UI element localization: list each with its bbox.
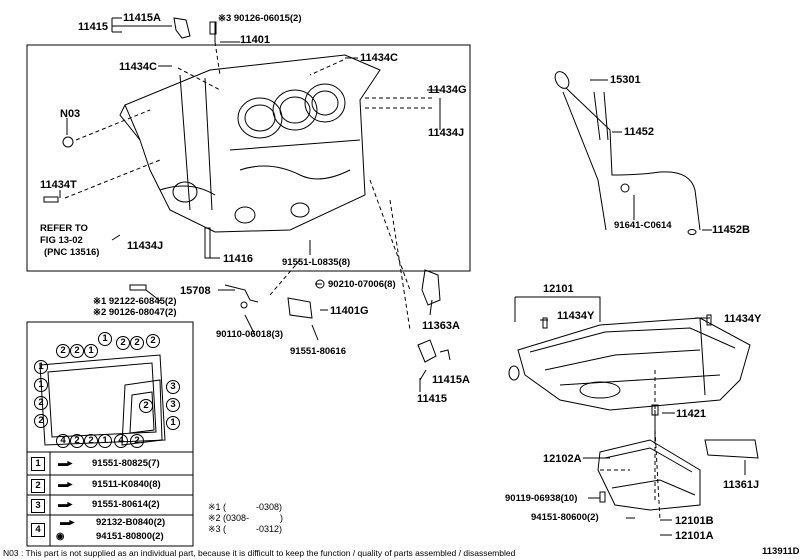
footer-note: N03 : This part is not supplied as an in… (3, 548, 516, 558)
legend-key-4: 4 (31, 523, 45, 537)
callout-circle: 2 (116, 336, 130, 350)
part-90126-08047-label: ※2 90126-08047(2) (93, 307, 177, 318)
legend-text-1: 91551-80825(7) (92, 458, 160, 469)
part-11434t-label: 11434T (40, 179, 77, 191)
callout-circle: 2 (70, 434, 84, 448)
legend-bolt-icon: ▬▸ (58, 479, 73, 490)
part-11434j-bottom-label: 11434J (127, 240, 164, 252)
part-90126-06015-label: ※3 90126-06015(2) (218, 13, 302, 24)
callout-circle: 1 (98, 434, 112, 448)
refer-line-1: REFER TO (40, 223, 88, 234)
part-11434j-right-label: 11434J (428, 127, 465, 139)
oil-pan-no1-drawing (508, 317, 751, 411)
part-11434y-left-label: 11434Y (557, 310, 595, 322)
part-91641-c0614-label: 91641-C0614 (614, 220, 672, 231)
legend-text-4a: 92132-B0840(2) (96, 517, 166, 528)
callout-circle: 2 (130, 336, 144, 350)
refer-line-3: (PNC 13516) (44, 247, 100, 258)
part-15301-label: 15301 (610, 74, 641, 86)
part-94151-80600-label: 94151-80600(2) (531, 512, 599, 523)
part-11415-bottom-label: 11415 (417, 393, 447, 405)
part-12101b-label: 12101B (675, 515, 714, 527)
note-3a: ※3 ( (208, 524, 227, 534)
callout-circle: 2 (146, 334, 160, 348)
callout-circle: 1 (34, 360, 48, 374)
legend-bolt-icon: ▬▸ (58, 458, 73, 469)
legend-bolt-icon: ▬▸ (58, 499, 73, 510)
dipstick-drawing (554, 71, 701, 235)
callout-circle: 4 (114, 434, 128, 448)
part-92122-60845-label: ※1 92122-60845(2) (93, 296, 177, 307)
callout-circle: 2 (84, 434, 98, 448)
callout-circle: 1 (84, 344, 98, 358)
legend-key-1: 1 (31, 457, 45, 471)
part-11401-label: 11401 (240, 34, 270, 46)
figure-id: 113911D (762, 546, 800, 557)
callout-circle: 2 (70, 344, 84, 358)
callout-circle: 1 (98, 332, 112, 346)
part-11434c-right-label: 11434C (360, 52, 398, 64)
part-11434y-right-label: 11434Y (724, 313, 762, 325)
callout-circle: 2 (56, 344, 70, 358)
refer-line-2: FIG 13-02 (40, 235, 83, 246)
note-2b: ) (280, 513, 283, 523)
callout-circle: 2 (34, 414, 48, 428)
legend-text-3: 91551-80614(2) (92, 499, 160, 510)
part-12101-label: 12101 (543, 283, 574, 295)
legend-frame (26, 321, 194, 547)
callout-circle: 2 (139, 399, 153, 413)
part-90110-06018-label: 90110-06018(3) (216, 329, 284, 340)
callout-circle: 1 (166, 416, 180, 430)
legend-nut-icon: ◉ (56, 531, 65, 542)
part-n03-label: N03 (60, 108, 81, 120)
part-11452-label: 11452 (624, 126, 654, 138)
callout-circle: 3 (166, 380, 180, 394)
part-91551-80616-label: 91551-80616 (290, 346, 346, 357)
oil-pan-no2-drawing (597, 404, 701, 511)
part-11416-label: 11416 (223, 253, 253, 265)
legend-key-3: 3 (31, 499, 45, 513)
legend-key-2: 2 (31, 479, 45, 493)
block-frame (26, 44, 471, 272)
legend-bolt-icon: ▬▸ (60, 517, 75, 528)
part-90210-07006-label: 90210-07006(8) (328, 279, 396, 290)
part-11434g-label: 11434G (428, 84, 467, 96)
part-15708-label: 15708 (180, 285, 211, 297)
callout-circle: 2 (130, 434, 144, 448)
callout-circle: 2 (34, 396, 48, 410)
cylinder-block-drawing (119, 54, 381, 233)
callout-circle: 4 (56, 434, 70, 448)
part-11415a-bottom-label: 11415A (432, 374, 470, 386)
part-12101a-label: 12101A (675, 530, 714, 542)
part-11415-top-label: 11415 (78, 21, 108, 33)
note-1a: ※1 ( (208, 502, 227, 512)
legend-text-4b: 94151-80800(2) (96, 531, 164, 542)
legend-text-2: 91511-K0840(8) (92, 479, 161, 490)
part-11361j-label: 11361J (723, 479, 760, 491)
part-90119-06938-label: 90119-06938(10) (505, 493, 578, 504)
part-11363a-label: 11363A (422, 320, 460, 332)
part-12102a-label: 12102A (543, 453, 582, 465)
note-2a: ※2 (0308- (208, 513, 250, 523)
part-91551-l0835-label: 91551-L0835(8) (282, 257, 351, 268)
part-11415a-top-label: 11415A (123, 12, 161, 24)
part-11401g-label: 11401G (330, 305, 369, 317)
callout-circle: 3 (166, 398, 180, 412)
part-11434c-left-label: 11434C (119, 61, 157, 73)
part-11421-label: 11421 (676, 408, 706, 420)
callout-circle: 1 (34, 378, 48, 392)
part-11452b-label: 11452B (712, 224, 750, 236)
note-1b: -0308) (256, 502, 283, 512)
note-3b: -0312) (256, 524, 283, 534)
